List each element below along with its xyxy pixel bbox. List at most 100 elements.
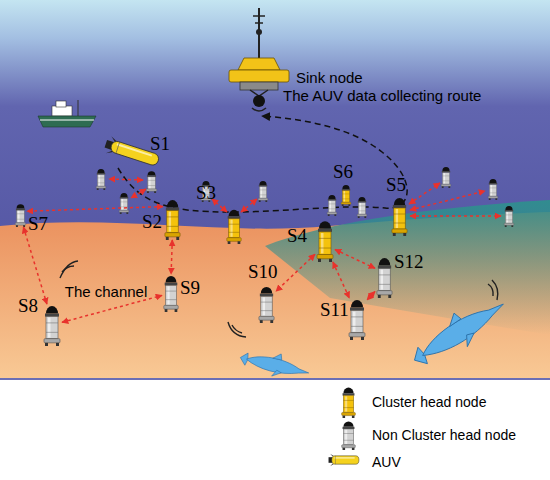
- channel-link: [27, 207, 163, 212]
- member-link: [410, 191, 485, 210]
- node-icon: [226, 8, 292, 114]
- node-icon: [375, 256, 394, 298]
- channel-link: [333, 262, 349, 298]
- node-shape: [392, 198, 407, 236]
- node-label: S9: [180, 278, 200, 297]
- dolphin-fin: [273, 352, 283, 360]
- node-label: S6: [333, 162, 353, 181]
- node-icon: [42, 304, 62, 346]
- node-shape: [341, 185, 351, 206]
- ship: [38, 100, 96, 127]
- sensor-node: S10: [257, 285, 276, 323]
- legend-cluster-head-icon: [342, 388, 356, 418]
- channel-link: [171, 240, 172, 274]
- node-shape: [349, 300, 365, 340]
- dolphin-body: [245, 351, 310, 380]
- node-label: S12: [394, 252, 424, 271]
- cluster-head-node: S3: [225, 208, 243, 244]
- sound-wave: [60, 261, 78, 278]
- ship-stripe: [40, 120, 94, 121]
- member-sensor: [258, 181, 268, 202]
- sensor-node: S1: [145, 170, 158, 193]
- node-shape: [165, 200, 180, 240]
- node-label: S10: [248, 262, 278, 281]
- cluster-head-node: S6: [340, 184, 352, 206]
- sound-waves: [60, 261, 498, 337]
- cluster-head-node: S5: [390, 196, 409, 236]
- sensor-node: S8: [42, 304, 62, 346]
- node-label: S1: [150, 134, 170, 153]
- node-shape: [229, 8, 289, 111]
- ship-hull: [38, 116, 96, 127]
- node-label: S11: [320, 300, 349, 319]
- legend-text: AUV: [372, 455, 401, 469]
- route-label: The AUV data collecting route: [283, 88, 481, 103]
- member-sensor: [441, 167, 451, 188]
- node-icon: [163, 198, 182, 240]
- sensor-node: S7: [14, 203, 27, 227]
- deep-water-zone: [265, 200, 550, 335]
- node-icon: [162, 274, 180, 312]
- dolphin-body: [417, 297, 510, 362]
- legend-auv-icon: [329, 454, 359, 467]
- sensor-node: S12: [375, 256, 394, 298]
- node-shape: [146, 171, 156, 193]
- dolphin-flipper: [462, 331, 478, 346]
- channel-link: [335, 250, 375, 269]
- ship-cabin: [52, 106, 72, 116]
- node-label: Sink node: [296, 70, 363, 85]
- channel-link: [23, 227, 47, 304]
- member-sensor: [357, 197, 367, 218]
- member-sensor: [488, 179, 498, 200]
- node-icon: [225, 208, 243, 244]
- sensor-node: S11: [347, 298, 367, 340]
- sound-wave: [492, 280, 498, 300]
- channel-link: [62, 295, 162, 322]
- node-label: S5: [386, 175, 406, 194]
- dolphin: [404, 290, 513, 373]
- sensor-node: S9: [162, 274, 180, 312]
- node-icon: [257, 285, 276, 323]
- ship-mast: [78, 100, 79, 116]
- dolphin-fin: [445, 312, 462, 327]
- sound-wave: [228, 322, 246, 337]
- node-icon: [145, 170, 158, 193]
- node-shape: [164, 276, 178, 312]
- member-link: [131, 189, 146, 198]
- node-icon: [390, 196, 409, 236]
- member-link: [409, 183, 440, 204]
- node-shape: [227, 210, 241, 244]
- node-shape: [259, 287, 274, 323]
- edge-label: The channel: [65, 283, 148, 298]
- legend-text: Cluster head node: [372, 395, 486, 409]
- sound-wave: [488, 284, 493, 296]
- member-sensor: [119, 193, 129, 214]
- node-icon: [14, 203, 27, 227]
- legend-icons: [329, 388, 359, 467]
- member-sensor: [504, 206, 514, 227]
- sea-water: [0, 0, 550, 380]
- cluster-head-node: S4: [315, 219, 335, 262]
- cluster-head-node: S2: [163, 198, 182, 240]
- member-link: [410, 215, 501, 217]
- legend-member-icon: [342, 422, 356, 451]
- node-label: S3: [196, 183, 216, 202]
- node-icon: [315, 219, 335, 262]
- channel-link: [367, 291, 375, 300]
- ship-bridge: [56, 101, 66, 107]
- node-icon: [347, 298, 367, 340]
- node-shape: [317, 221, 333, 262]
- dolphin-flipper: [272, 369, 282, 378]
- node-label: S4: [287, 226, 307, 245]
- node-shape: [15, 204, 25, 227]
- node-label: S8: [18, 296, 38, 315]
- dolphin: [238, 344, 312, 385]
- sink-node: Sink node: [226, 8, 292, 114]
- node-label: S7: [28, 214, 48, 233]
- member-link: [109, 179, 143, 180]
- node-label: S2: [142, 212, 162, 231]
- member-sensor: [96, 169, 106, 190]
- legend-text: Non Cluster head node: [372, 428, 516, 442]
